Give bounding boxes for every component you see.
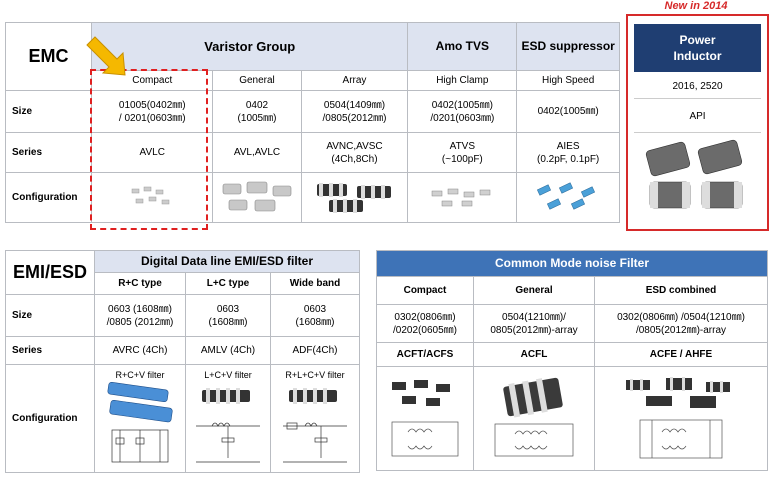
cm-general-image — [494, 377, 574, 456]
cm-series-esd: ACFE / AHFE — [594, 342, 768, 367]
config-general-image — [212, 172, 302, 223]
series-general: AVL,AVLC — [212, 132, 302, 173]
array-chips-image — [317, 182, 392, 213]
col-wide-band: Wide band — [270, 272, 360, 295]
cm-series-compact: ACFT/ACFS — [376, 342, 474, 367]
general-chips-image — [222, 181, 292, 211]
power-inductor-image — [645, 139, 743, 209]
cm-size-general: 0504(1210㎜)/0805(2012㎜)-array — [473, 304, 595, 343]
cm-config-compact — [376, 366, 474, 471]
config-array-image — [300, 172, 409, 223]
col-general: General — [212, 70, 302, 91]
config-high-speed-image — [516, 172, 620, 223]
emc-table: EMC Varistor Group Amo TVS ESD suppresso… — [4, 22, 620, 223]
emi-series-label: Series — [5, 336, 95, 365]
highlight-arrow-icon — [86, 36, 126, 76]
emi-series-rc: AVRC (4Ch) — [94, 336, 186, 365]
emi-size-label: Size — [5, 294, 95, 337]
col-high-speed: High Speed — [516, 70, 620, 91]
rc-filter-image — [107, 382, 173, 463]
col-lc-type: L+C type — [185, 272, 271, 295]
lc-filter-label: L+C+V filter — [204, 370, 252, 380]
emi-size-lc: 0603(1608㎜) — [185, 294, 271, 337]
size-general: 0402(1005㎜) — [212, 90, 302, 133]
series-high-clamp: ATVS(~100pF) — [407, 132, 518, 173]
amo-tvs-header: Amo TVS — [407, 22, 518, 71]
size-high-clamp: 0402(1005㎜)/0201(0603㎜) — [407, 90, 518, 133]
lc-filter-image — [196, 388, 260, 463]
col-rc-type: R+C type — [94, 272, 186, 295]
series-array: AVNC,AVSC(4Ch,8Ch) — [300, 132, 409, 173]
cm-col-general: General — [473, 276, 595, 305]
size-compact: 01005(0402㎜)/ 0201(0603㎜) — [91, 90, 214, 133]
series-high-speed: AIES(0.2pF, 0.1pF) — [516, 132, 620, 173]
emi-series-wide: ADF(4Ch) — [270, 336, 360, 365]
col-high-clamp: High Clamp — [407, 70, 518, 91]
varistor-group-header: Varistor Group — [91, 22, 409, 71]
emi-config-label: Configuration — [5, 364, 95, 473]
config-compact-image — [91, 172, 214, 223]
cm-compact-image — [391, 379, 459, 456]
common-mode-header: Common Mode noise Filter — [376, 250, 768, 277]
rc-filter-label: R+C+V filter — [115, 370, 165, 380]
power-inductor-series: API — [634, 100, 761, 133]
high-speed-chips-image — [537, 181, 596, 210]
cm-size-compact: 0302(0806㎜)/0202(0605㎜) — [376, 304, 474, 343]
cm-col-esd-combined: ESD combined — [594, 276, 768, 305]
new-in-2014-tag: New in 2014 — [637, 0, 755, 12]
config-high-clamp-image — [407, 172, 518, 223]
emi-esd-table: EMI/ESD Digital Data line EMI/ESD filter… — [5, 250, 360, 473]
common-mode-table: Common Mode noise Filter Compact General… — [376, 250, 768, 471]
cm-config-esd — [594, 366, 768, 471]
compact-highlight-box — [90, 69, 208, 230]
esd-suppressor-header: ESD suppressor — [516, 22, 620, 71]
cm-config-general — [473, 366, 595, 471]
col-array: Array — [300, 70, 409, 91]
rlc-filter-image — [283, 388, 347, 463]
config-label: Configuration — [4, 172, 93, 223]
series-label: Series — [4, 132, 93, 173]
cm-col-compact: Compact — [376, 276, 474, 305]
compact-chips-image — [132, 186, 170, 204]
series-compact: AVLC — [91, 132, 214, 173]
rlc-filter-label: R+L+C+V filter — [285, 370, 345, 380]
emi-config-lc: L+C+V filter — [185, 364, 271, 473]
emi-size-rc: 0603 (1608㎜)/0805 (2012㎜) — [94, 294, 186, 337]
emc-label: EMC — [4, 22, 93, 91]
cm-esd-image — [626, 376, 730, 458]
high-clamp-chips-image — [432, 188, 491, 206]
digital-data-line-header: Digital Data line EMI/ESD filter — [94, 250, 360, 273]
emi-config-wide: R+L+C+V filter — [270, 364, 360, 473]
emi-esd-label: EMI/ESD — [5, 250, 95, 295]
emi-size-wide: 0603(1608㎜) — [270, 294, 360, 337]
power-inductor-size: 2016, 2520 — [634, 74, 761, 99]
cm-size-esd: 0302(0806㎜) /0504(1210㎜)/0805(2012㎜)-arr… — [594, 304, 768, 343]
cm-series-general: ACFL — [473, 342, 595, 367]
size-label: Size — [4, 90, 93, 133]
emi-config-rc: R+C+V filter — [94, 364, 186, 473]
size-high-speed: 0402(1005㎜) — [516, 90, 620, 133]
emi-series-lc: AMLV (4Ch) — [185, 336, 271, 365]
size-array: 0504(1409㎜)/0805(2012㎜) — [300, 90, 409, 133]
